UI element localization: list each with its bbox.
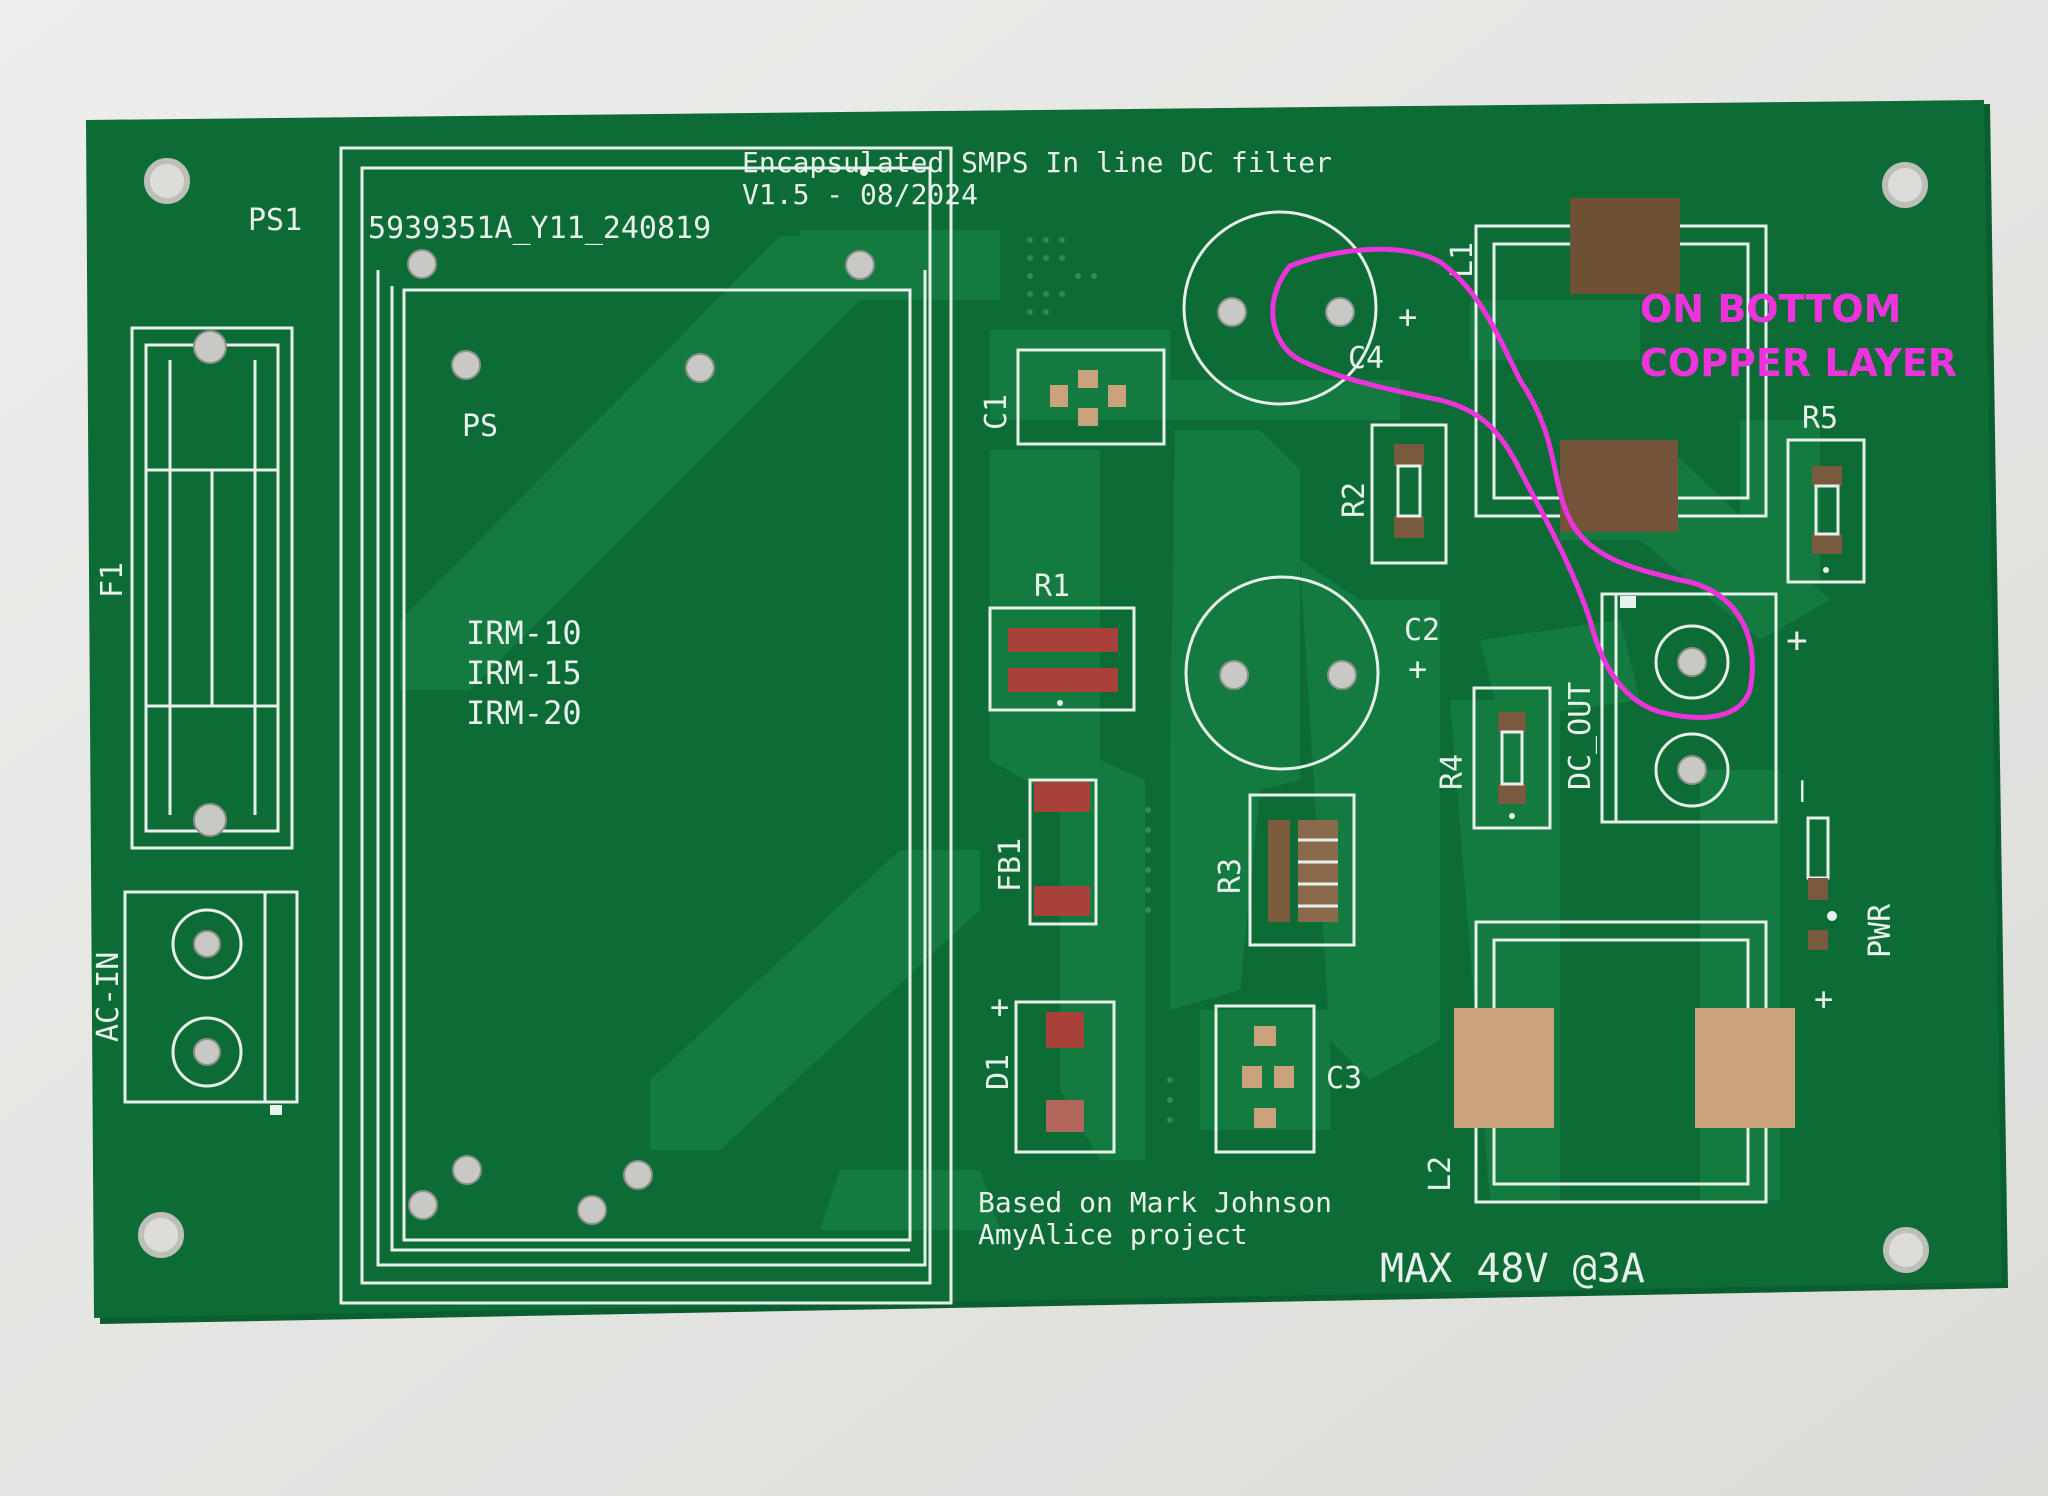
label-c4-plus: +	[1398, 298, 1417, 336]
label-dc-out: DC_OUT	[1563, 682, 1598, 790]
label-irm10: IRM-10	[466, 614, 582, 652]
label-r1: R1	[1034, 569, 1070, 604]
label-dc-out-plus: +	[1786, 620, 1808, 661]
label-ps1: PS1	[248, 203, 302, 238]
label-r2: R2	[1337, 482, 1372, 518]
dc-out-terminal	[1600, 592, 1778, 824]
annotation-line1: ON BOTTOM	[1640, 287, 1901, 331]
label-c3: C3	[1326, 1061, 1362, 1096]
ps-module-pins	[407, 249, 875, 1225]
led-pwr	[1806, 816, 1837, 950]
resistor-r3	[1248, 793, 1356, 947]
capacitor-c3	[1214, 1004, 1316, 1154]
resistor-r4	[1472, 686, 1552, 830]
ps-module-outline	[339, 146, 953, 1305]
label-irm15: IRM-15	[466, 654, 582, 692]
label-f1: F1	[95, 562, 130, 598]
resistor-r5	[1786, 438, 1866, 584]
via-cluster	[1027, 237, 1173, 1123]
mounting-holes	[138, 158, 1929, 1273]
ac-in-terminal	[123, 890, 299, 1115]
label-pwr-plus: +	[1814, 980, 1833, 1018]
label-c1: C1	[979, 394, 1014, 430]
ferrite-bead-fb1	[1028, 778, 1098, 926]
capacitor-c4	[1182, 210, 1378, 406]
capacitor-c1	[1016, 348, 1166, 446]
label-c2: C2	[1404, 613, 1440, 648]
label-fb1: FB1	[993, 838, 1028, 892]
capacitor-c2	[1184, 575, 1380, 771]
fuse-holder-f1	[130, 326, 294, 850]
resistor-r2	[1370, 423, 1448, 565]
annotation-outline	[1270, 246, 1755, 720]
inductor-l2	[1454, 920, 1795, 1204]
label-l2: L2	[1423, 1156, 1458, 1192]
credit-line1: Based on Mark Johnson	[978, 1186, 1332, 1219]
diode-d1	[1014, 1000, 1116, 1154]
credit-line2: AmyAlice project	[978, 1218, 1248, 1251]
annotation-line2: COPPER LAYER	[1640, 341, 1957, 385]
label-r5: R5	[1802, 401, 1838, 436]
label-c4: C4	[1348, 341, 1384, 376]
label-d1: D1	[981, 1054, 1016, 1090]
label-r3: R3	[1213, 858, 1248, 894]
board-title-line1: Encapsulated SMPS In line DC filter	[742, 146, 1332, 179]
label-part-number: 5939351A_Y11_240819	[368, 211, 711, 246]
resistor-r1	[988, 606, 1136, 712]
board-title-line2: V1.5 - 08/2024	[742, 178, 978, 211]
copper-traces	[400, 230, 1830, 1230]
label-d1-plus: +	[990, 988, 1009, 1026]
label-ac-in: AC-IN	[91, 952, 126, 1042]
label-dc-out-minus: –	[1780, 780, 1821, 802]
label-ps: PS	[462, 409, 498, 444]
label-c2-plus: +	[1408, 650, 1427, 688]
inductor-l1	[1474, 198, 1768, 532]
label-pwr: PWR	[1863, 903, 1898, 958]
label-r4: R4	[1435, 754, 1470, 790]
label-irm20: IRM-20	[466, 694, 582, 732]
rating-text: MAX 48V @3A	[1380, 1246, 1645, 1292]
